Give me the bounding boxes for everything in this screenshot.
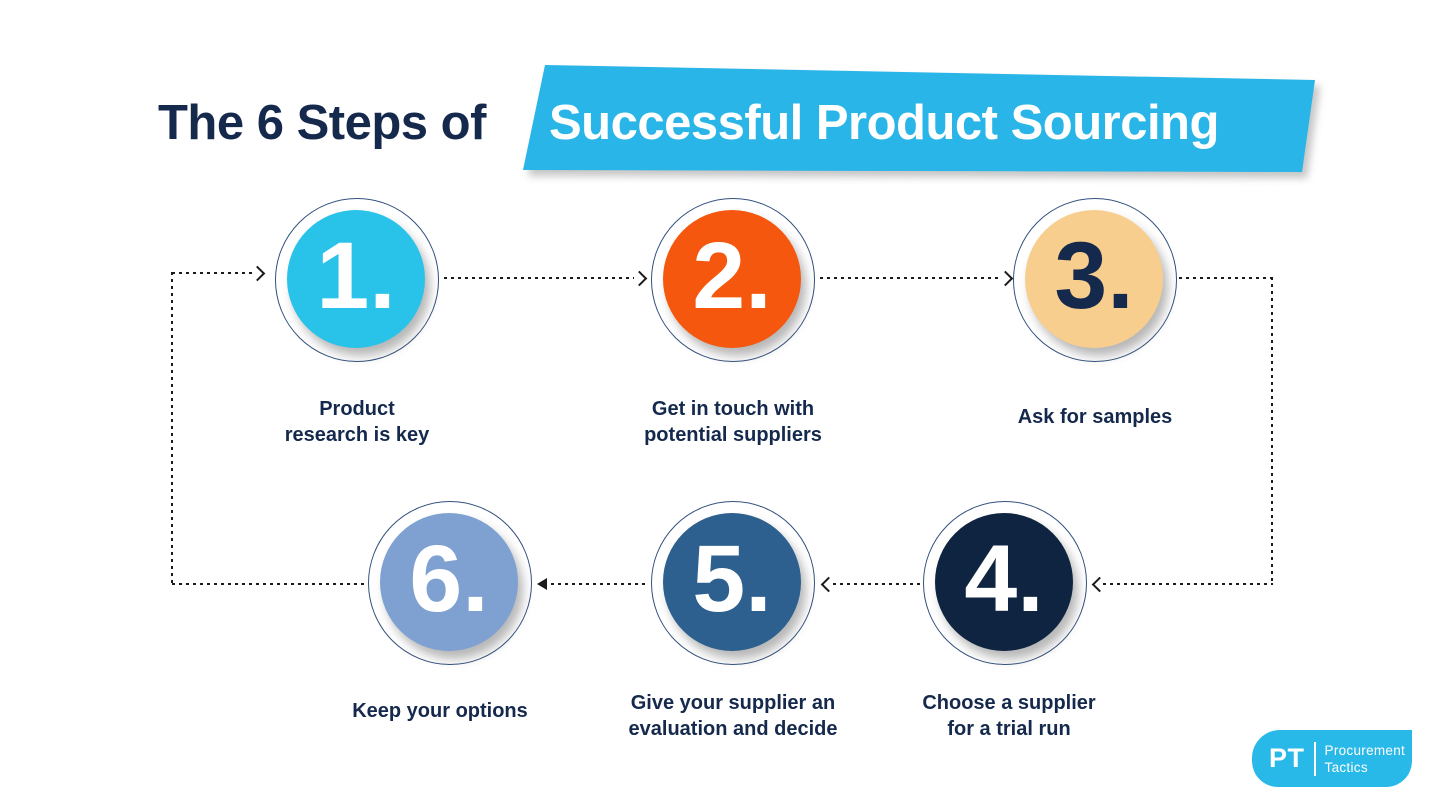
step-6-number: 6. (409, 525, 489, 632)
title-highlight-text: Successful Product Sourcing (549, 96, 1219, 150)
title-highlight-box-fill (523, 65, 1315, 172)
logo-procurement-tactics: PT Procurement Tactics (1252, 730, 1412, 787)
step-5-label-line2: evaluation and decide (628, 718, 838, 740)
arrow-left-triangle-icon (537, 578, 547, 590)
arrow-left-icon (820, 576, 837, 593)
step-1-circle: 1. (287, 210, 425, 348)
logo-name-line1: Procurement (1324, 742, 1406, 758)
flow-line-step6-left (172, 583, 368, 585)
flow-line-right-vertical (1271, 277, 1273, 584)
step-6-label: Keep your options (290, 698, 590, 724)
flow-line-into-step4 (1103, 583, 1273, 585)
step-1-label-line1: Product (319, 398, 395, 420)
step-4-label: Choose a supplier for a trial run (859, 690, 1159, 742)
step-4-circle: 4. (935, 513, 1073, 651)
flow-line-step2-step3 (820, 277, 1002, 279)
step-6-circle: 6. (380, 513, 518, 651)
step-3-label-line1: Ask for samples (1017, 406, 1173, 428)
flow-line-left-vertical (171, 272, 173, 585)
step-4-label-line2: for a trial run (947, 718, 1071, 740)
step-5-label: Give your supplier an evaluation and dec… (583, 690, 883, 742)
logo-name-line2: Tactics (1324, 759, 1368, 775)
step-2-circle: 2. (663, 210, 801, 348)
step-1-label-line2: research is key (284, 424, 430, 446)
step-3-number: 3. (1054, 222, 1134, 329)
step-6-label-line1: Keep your options (352, 700, 528, 722)
flow-line-step5-step6 (551, 583, 649, 585)
step-4-ring: 4. (923, 501, 1087, 665)
step-2-label: Get in touch with potential suppliers (583, 396, 883, 448)
title-prefix: The 6 Steps of (158, 96, 486, 150)
arrow-right-icon (631, 270, 648, 287)
step-5-ring: 5. (651, 501, 815, 665)
step-5-number: 5. (692, 525, 772, 632)
title-highlight-box (515, 58, 1330, 182)
logo-divider (1313, 741, 1316, 776)
step-1-number: 1. (316, 222, 396, 329)
flow-line-step4-step5 (833, 583, 921, 585)
arrow-right-icon (249, 265, 266, 282)
logo-name: Procurement Tactics (1325, 742, 1406, 776)
step-1-label: Product research is key (207, 396, 507, 448)
flow-line-into-step1 (172, 272, 252, 274)
step-2-number: 2. (692, 222, 772, 329)
step-2-label-line1: Get in touch with (651, 398, 815, 420)
step-1-ring: 1. (275, 198, 439, 362)
step-3-circle: 3. (1025, 210, 1163, 348)
arrow-right-icon (997, 270, 1014, 287)
logo-abbr: PT (1269, 743, 1305, 773)
step-5-label-line1: Give your supplier an (630, 692, 836, 714)
step-5-circle: 5. (663, 513, 801, 651)
step-3-label: Ask for samples (945, 404, 1245, 430)
flow-line-step3-right (1179, 277, 1272, 279)
step-3-ring: 3. (1013, 198, 1177, 362)
step-2-ring: 2. (651, 198, 815, 362)
step-2-label-line2: potential suppliers (644, 424, 822, 446)
step-6-ring: 6. (368, 501, 532, 665)
step-4-label-line1: Choose a supplier (922, 692, 1096, 714)
arrow-left-icon (1091, 576, 1108, 593)
step-4-number: 4. (964, 525, 1044, 632)
flow-line-step1-step2 (444, 277, 634, 279)
